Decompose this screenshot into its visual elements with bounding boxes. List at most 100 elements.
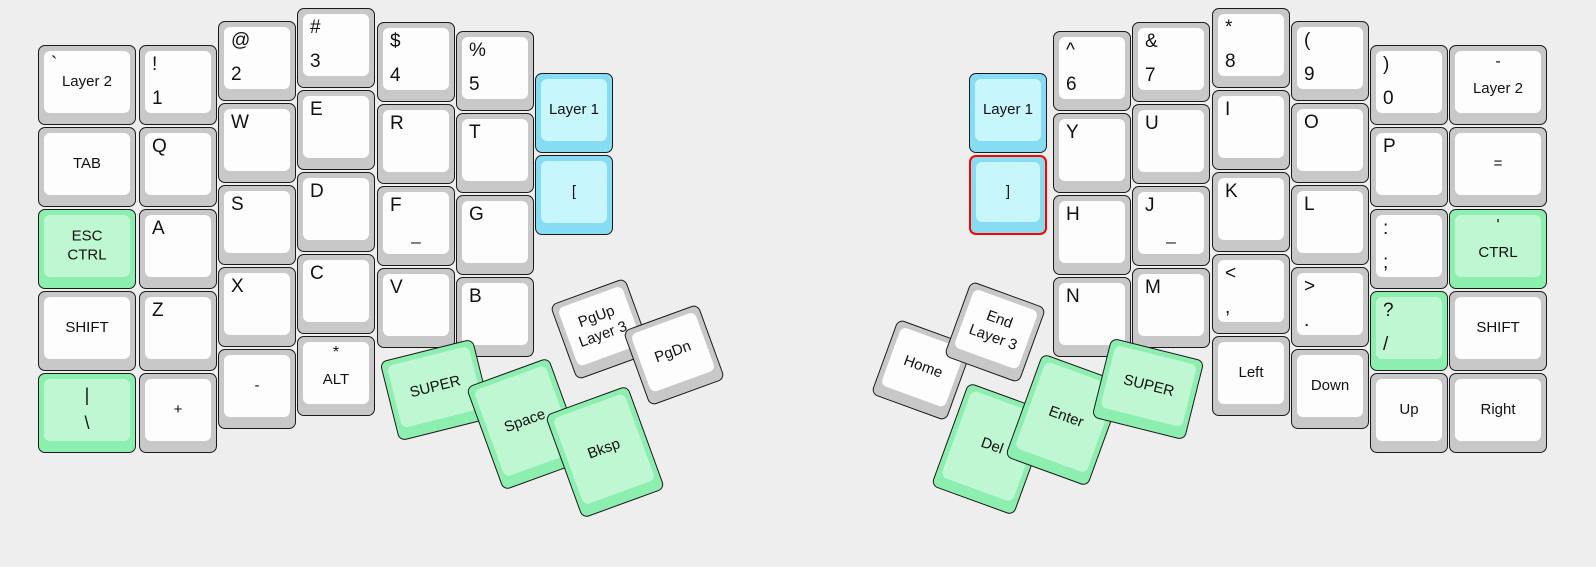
key-legend-center: +	[173, 401, 183, 419]
key-l-d[interactable]: D	[297, 172, 375, 252]
key-r-left[interactable]: Left	[1212, 336, 1290, 416]
key-legend-top: O	[1304, 112, 1319, 133]
key-l-f[interactable]: F_	[377, 186, 455, 266]
key-legend-top: S	[231, 194, 244, 215]
key-legend-center: Layer 2	[1472, 80, 1524, 98]
key-r-rbracket[interactable]: ]	[969, 155, 1047, 235]
key-cap: Z	[145, 297, 211, 359]
key-l-s[interactable]: S	[218, 185, 296, 265]
key-legend-top: I	[1225, 99, 1231, 120]
key-r-m[interactable]: M	[1132, 268, 1210, 348]
key-l-5[interactable]: %5	[456, 31, 534, 111]
key-l-v[interactable]: V	[377, 268, 455, 348]
key-r-8[interactable]: *8	[1212, 8, 1290, 88]
key-r-semicolon[interactable]: :;	[1370, 209, 1448, 289]
key-l-t[interactable]: T	[456, 113, 534, 193]
key-legend-top: R	[390, 113, 404, 134]
key-legend-top: ?	[1383, 300, 1394, 321]
key-r-o[interactable]: O	[1291, 103, 1369, 183]
key-l-r[interactable]: R	[377, 104, 455, 184]
key-cap: -	[224, 355, 290, 417]
key-l-b[interactable]: B	[456, 277, 534, 357]
key-l-2[interactable]: @2	[218, 21, 296, 101]
key-l-w[interactable]: W	[218, 103, 296, 183]
key-r-0[interactable]: )0	[1370, 45, 1448, 125]
key-l-3[interactable]: #3	[297, 8, 375, 88]
key-cap: F_	[383, 192, 449, 254]
key-r-9[interactable]: (9	[1291, 21, 1369, 101]
key-legend-top: D	[310, 181, 324, 202]
key-l-e[interactable]: E	[297, 90, 375, 170]
key-l-tab[interactable]: TAB	[38, 127, 136, 207]
key-cap: K	[1218, 178, 1284, 240]
key-r-i[interactable]: I	[1212, 90, 1290, 170]
key-l-pipe-bslash[interactable]: |\	[38, 373, 136, 453]
key-r-7[interactable]: &7	[1132, 22, 1210, 102]
key-legend-top: !	[152, 54, 158, 75]
key-r-down[interactable]: Down	[1291, 349, 1369, 429]
key-legend-center: ALT	[322, 371, 350, 389]
key-legend-center: SUPER	[1121, 371, 1176, 401]
key-l-layer1[interactable]: Layer 1	[535, 73, 613, 153]
key-l-c[interactable]: C	[297, 254, 375, 334]
key-l-lbracket[interactable]: [	[535, 155, 613, 235]
key-legend-top: `	[51, 54, 58, 75]
key-cap: >.	[1297, 273, 1363, 335]
key-r-right[interactable]: Right	[1449, 373, 1547, 453]
key-cap: G	[462, 201, 528, 263]
key-r-l[interactable]: L	[1291, 185, 1369, 265]
key-r-slash[interactable]: ?/	[1370, 291, 1448, 371]
key-r-layer1[interactable]: Layer 1	[969, 73, 1047, 153]
key-legend-bottom: 3	[310, 51, 321, 73]
key-legend-bottom: ,	[1225, 297, 1231, 319]
key-legend-center: -	[254, 377, 260, 395]
key-legend-center: Layer 2	[61, 73, 113, 91]
key-cap: M	[1138, 274, 1204, 336]
key-cap: $4	[383, 28, 449, 90]
key-legend-top: X	[231, 276, 244, 297]
key-r-y[interactable]: Y	[1053, 113, 1131, 193]
key-r-shift[interactable]: SHIFT	[1449, 291, 1547, 371]
key-r-u[interactable]: U	[1132, 104, 1210, 184]
key-l-grave-layer2[interactable]: `Layer 2	[38, 45, 136, 125]
key-cap: +	[145, 379, 211, 441]
key-l-4[interactable]: $4	[377, 22, 455, 102]
key-r-quote-ctrl[interactable]: 'CTRL	[1449, 209, 1547, 289]
key-l-1[interactable]: !1	[139, 45, 217, 125]
key-r-p[interactable]: P	[1370, 127, 1448, 207]
key-cap: E	[303, 96, 369, 158]
key-r-period[interactable]: >.	[1291, 267, 1369, 347]
key-r-j[interactable]: J_	[1132, 186, 1210, 266]
key-l-a[interactable]: A	[139, 209, 217, 289]
key-l-plus[interactable]: +	[139, 373, 217, 453]
key-l-minus[interactable]: -	[218, 349, 296, 429]
key-l-x[interactable]: X	[218, 267, 296, 347]
key-legend-top: &	[1145, 31, 1158, 52]
key-r-up[interactable]: Up	[1370, 373, 1448, 453]
key-r-6[interactable]: ^6	[1053, 31, 1131, 111]
key-cap: (9	[1297, 27, 1363, 89]
key-r-k[interactable]: K	[1212, 172, 1290, 252]
key-r-comma[interactable]: <,	[1212, 254, 1290, 334]
key-r-equals[interactable]: =	[1449, 127, 1547, 207]
key-r-minus-layer2[interactable]: -Layer 2	[1449, 45, 1547, 125]
key-legend-top: H	[1066, 204, 1080, 225]
key-cap: Layer 1	[541, 79, 607, 141]
key-legend-top: >	[1304, 276, 1316, 297]
key-cap: &7	[1138, 28, 1204, 90]
key-legend-center: Down	[1310, 377, 1350, 395]
key-r-h[interactable]: H	[1053, 195, 1131, 275]
key-l-g[interactable]: G	[456, 195, 534, 275]
key-l-shift[interactable]: SHIFT	[38, 291, 136, 371]
key-l-star-alt[interactable]: *ALT	[297, 336, 375, 416]
key-cap: L	[1297, 191, 1363, 253]
key-l-q[interactable]: Q	[139, 127, 217, 207]
key-legend-bottom: 2	[231, 64, 242, 86]
key-cap: -Layer 2	[1455, 51, 1541, 113]
key-legend-top: E	[310, 99, 323, 120]
key-l-z[interactable]: Z	[139, 291, 217, 371]
